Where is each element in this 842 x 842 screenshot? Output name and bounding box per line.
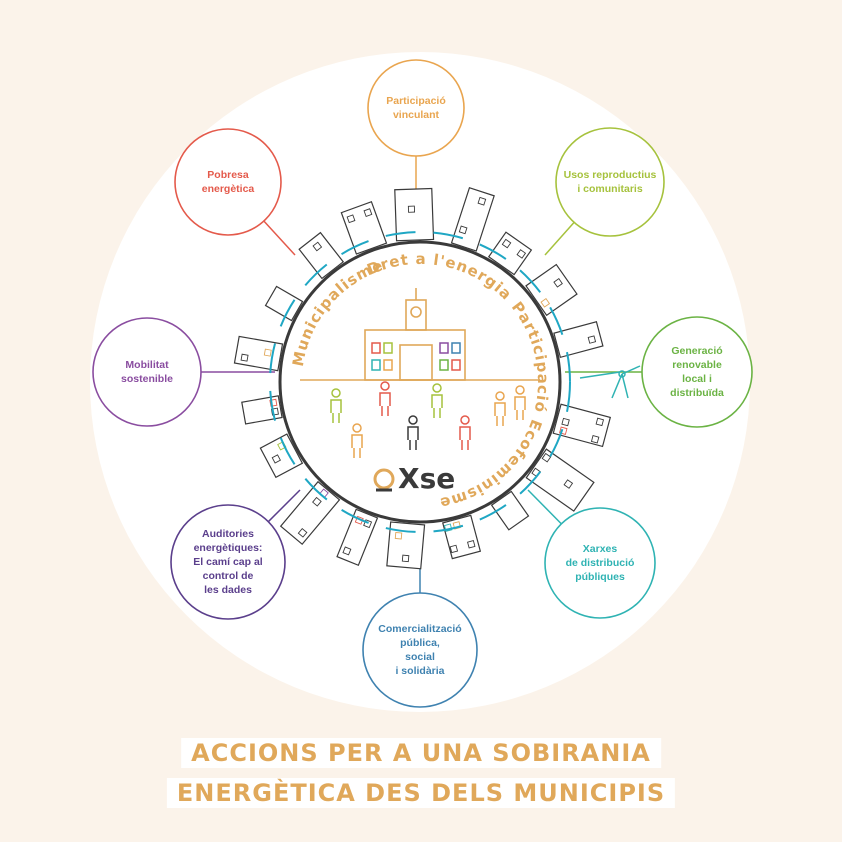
node-label-line: Mobilitat [125,359,169,371]
node-label-line: energètiques: [193,542,263,554]
xse-logo-icon [373,468,395,492]
building-icon [442,514,482,560]
node-label-line: energètica [201,183,255,195]
person-icon [514,385,526,420]
node-label-line: Auditories [202,528,254,540]
building-icon [552,403,612,448]
building-icon [394,187,435,242]
title-line-2: ENERGÈTICA DES DELS MUNICIPIS [166,778,676,808]
node-label-mobilitat: Mobilitat sostenible [121,358,173,386]
building-icon [298,231,345,280]
node-label-line: i solidària [395,665,445,677]
node-label-xarxes: Xarxes de distribució públiques [566,542,635,584]
logo-text: Xse [398,462,456,495]
people-figures [330,381,526,458]
building-icon [525,263,578,317]
node-circle-mobilitat [92,317,202,427]
node-circle-comercialitzacio [362,592,478,708]
building-icon [490,490,530,531]
municipality-ring [278,240,562,524]
building-icon [386,521,426,570]
connector-xarxes [527,489,562,525]
node-label-line: local i [682,373,712,385]
node-label-line: Generació [671,345,723,357]
building-icon [259,433,304,479]
node-label-line: El camí cap al [193,556,263,568]
node-label-line: Pobresa [207,169,249,181]
building-icon [340,200,388,255]
node-label-usos: Usos reproductius i comunitaris [564,168,657,196]
node-label-auditories: Auditories energètiques: El camí cap al con… [193,527,262,597]
person-icon [330,388,342,423]
building-icon [553,321,604,359]
node-label-line: renovable [672,359,722,371]
topic-nodes [92,59,753,708]
building-icon [487,231,533,276]
node-label-generacio: Generació renovable local i distribuïda [670,344,724,400]
node-label-line: les dades [204,584,252,596]
node-circle-generacio [641,316,753,428]
node-label-line: Comercialització [378,623,462,635]
node-label-line: Xarxes [582,543,618,555]
person-icon [494,391,506,426]
node-label-line: de distribució [565,557,635,569]
node-label-line: vinculant [392,109,440,121]
node-circle-auditories [170,504,286,620]
person-icon [351,423,363,458]
person-icon [407,415,419,450]
node-circle-pobresa [174,128,282,236]
energy-network-ring [269,231,571,533]
wind-turbine-icon [579,365,641,399]
node-label-line: distribuïda [670,387,724,399]
title-line-1: ACCIONS PER A UNA SOBIRANIA [181,738,661,768]
node-label-line: social [405,651,435,663]
connector-auditories [267,489,301,523]
building-icon [450,187,495,252]
connector-usos [544,221,575,256]
node-circle-usos [555,127,665,237]
node-label-line: sostenible [121,373,173,385]
connector-pobresa [263,220,296,256]
person-icon [431,383,443,418]
person-icon [459,415,471,450]
person-icon [379,381,391,416]
node-label-comercialitzacio: Comercialització pública, social i solidàri… [378,622,461,678]
town-hall-illustration [300,288,540,381]
node-label-pobresa: Pobresa energètica [202,168,255,196]
node-label-line: control de [202,570,254,582]
node-circle-xarxes [544,507,656,619]
node-label-line: pública, [400,637,440,649]
node-label-line: públiques [575,571,625,583]
node-label-line: Usos reproductius [563,169,657,181]
town-hall-windows [371,342,461,371]
node-label-participacio: Participació vinculant [386,94,446,122]
node-label-line: i comunitaris [577,183,643,195]
node-circle-participacio [367,59,465,157]
node-label-line: Participació [386,95,446,107]
building-icon [264,285,304,322]
